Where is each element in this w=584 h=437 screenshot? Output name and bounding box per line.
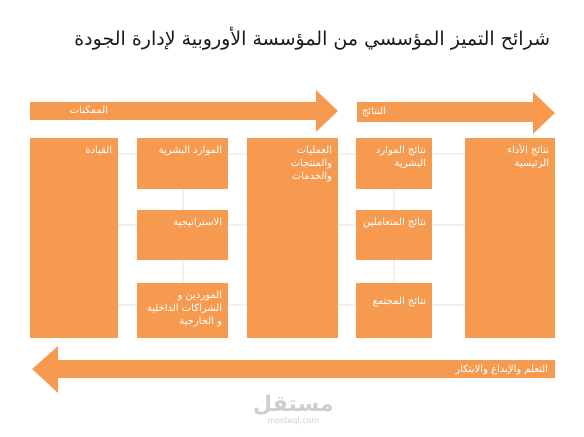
learning-arrow-label: التعلم والإبداع والابتكار bbox=[455, 364, 548, 375]
watermark-url: mostaql.com bbox=[267, 416, 320, 425]
enablers-arrow bbox=[30, 90, 338, 132]
mostaql-watermark: مستقل mostaql.com bbox=[253, 392, 334, 426]
partnerships-box: الموردين و الشراكات الداخلية و الخارجية bbox=[137, 283, 228, 338]
customer-results-box: نتائج المتعاملين bbox=[356, 210, 432, 260]
watermark-logo: مستقل bbox=[253, 392, 334, 417]
results-arrow-label: النتائج bbox=[361, 106, 386, 117]
key-results-box: نتائج الأداء الرئيسية bbox=[465, 138, 555, 338]
people-results-box: نتائج الموارد البشرية bbox=[356, 138, 432, 189]
processes-box: العمليات والمنتجات والخدمات bbox=[247, 138, 338, 338]
strategy-box: الاستراتيجية bbox=[137, 210, 228, 260]
diagram-title: شرائح التميز المؤسسي من المؤسسة الأوروبي… bbox=[74, 28, 550, 50]
learning-arrow bbox=[32, 346, 555, 393]
results-arrow bbox=[357, 92, 555, 134]
enablers-arrow-label: الممكنات bbox=[69, 105, 108, 116]
society-results-box: نتائج المجتمع bbox=[356, 283, 432, 338]
leadership-box: القيادة bbox=[30, 138, 118, 338]
people-box: الموارد البشرية bbox=[137, 138, 228, 189]
